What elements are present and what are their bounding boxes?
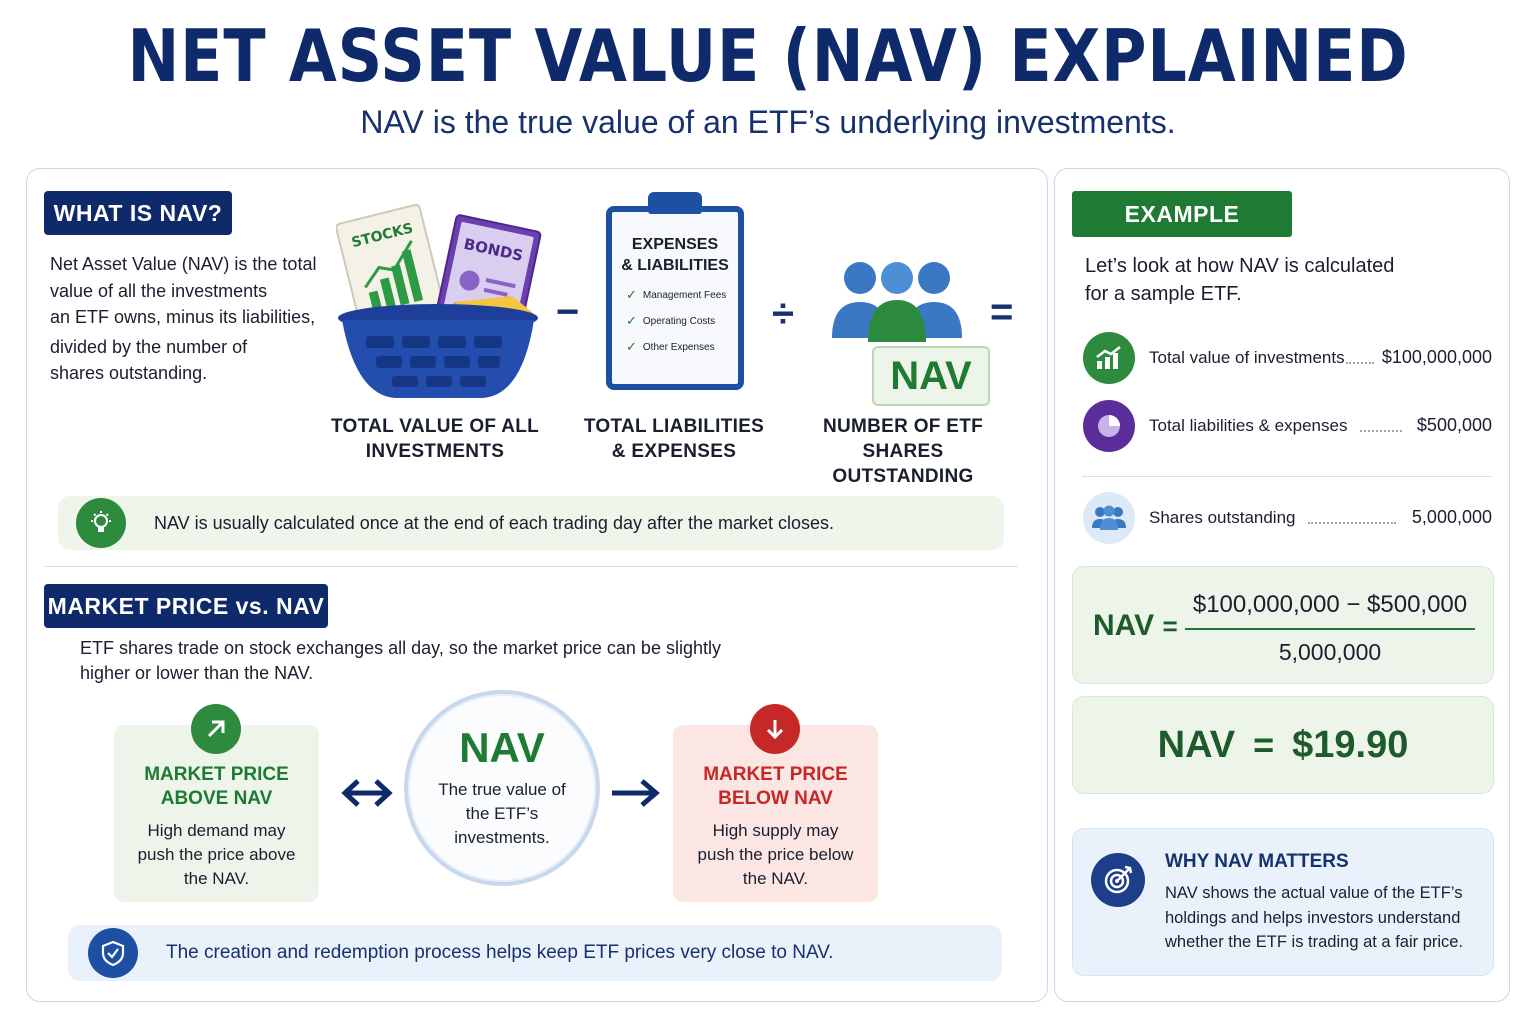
row-value: 5,000,000 bbox=[1411, 507, 1492, 527]
minus-operator: − bbox=[556, 290, 580, 334]
example-divider bbox=[1082, 476, 1492, 477]
price-above-title: MARKET PRICE ABOVE NAV bbox=[144, 764, 289, 809]
price-below-description: High supply may push the price below the… bbox=[697, 821, 854, 888]
result-eq: = bbox=[1253, 724, 1275, 765]
price-above-description: High demand may push the price above the… bbox=[137, 821, 296, 888]
page-subtitle: NAV is the true value of an ETF’s underl… bbox=[360, 104, 1176, 140]
clipboard-item: ✓ Operating Costs bbox=[626, 313, 716, 328]
row-value: $100,000,000 bbox=[1381, 347, 1492, 367]
clipboard-caption: TOTAL LIABILITIES & EXPENSES bbox=[583, 416, 765, 462]
price-below-title: MARKET PRICE BELOW NAV bbox=[703, 764, 848, 809]
target-icon bbox=[1091, 853, 1145, 907]
why-title: WHY NAV MATTERS bbox=[1165, 851, 1349, 872]
arrow-right-icon bbox=[612, 779, 660, 807]
row-label: Total value of investments bbox=[1149, 348, 1345, 367]
check-icon: ✓ bbox=[626, 313, 637, 328]
why-nav-matters-box: WHY NAV MATTERS NAV shows the actual val… bbox=[1072, 828, 1494, 976]
leader-dots bbox=[1308, 522, 1396, 524]
row-label: Total liabilities & expenses bbox=[1149, 416, 1348, 435]
creation-note-banner: The creation and redemption process help… bbox=[68, 925, 1002, 981]
nav-circle-description: The true value of the ETF’s investments. bbox=[438, 780, 566, 847]
shield-icon bbox=[88, 928, 138, 978]
section-divider bbox=[44, 566, 1018, 567]
result-value: $19.90 bbox=[1292, 723, 1409, 766]
why-description: NAV shows the actual value of the ETF’s … bbox=[1165, 884, 1464, 951]
clipboard-item: ✓ Other Expenses bbox=[626, 339, 715, 354]
what-is-nav-heading: WHAT IS NAV? bbox=[44, 191, 232, 235]
fraction-bar bbox=[1185, 628, 1475, 630]
what-is-nav-description: Net Asset Value (NAV) is the total value… bbox=[50, 254, 317, 383]
timing-note-text: NAV is usually calculated once at the en… bbox=[154, 512, 835, 533]
check-icon: ✓ bbox=[626, 287, 637, 302]
formula-numerator: $100,000,000 − $500,000 bbox=[1192, 591, 1468, 618]
timing-note-banner: NAV is usually calculated once at the en… bbox=[58, 496, 1004, 550]
leader-dots bbox=[1346, 362, 1374, 364]
check-icon: ✓ bbox=[626, 339, 637, 354]
market-description: ETF shares trade on stock exchanges all … bbox=[80, 638, 721, 683]
nav-circle: NAV The true value of the ETF’s investme… bbox=[404, 690, 600, 886]
clipboard-title: EXPENSES & LIABILITIES bbox=[621, 236, 729, 274]
shareholders-icon bbox=[832, 262, 962, 342]
price-above-nav-card: MARKET PRICE ABOVE NAV High demand may p… bbox=[114, 725, 319, 902]
clipboard-item: ✓ Management Fees bbox=[626, 287, 727, 302]
formula-denominator: 5,000,000 bbox=[1278, 639, 1382, 665]
shares-caption: NUMBER OF ETF SHARES OUTSTANDING bbox=[822, 416, 984, 487]
growth-chart-icon bbox=[1083, 332, 1135, 384]
result-lhs: NAV bbox=[1157, 723, 1236, 766]
nav-formula-box: NAV = $100,000,000 − $500,000 5,000,000 bbox=[1072, 566, 1494, 684]
double-arrow-icon bbox=[341, 779, 393, 807]
row-value: $500,000 bbox=[1416, 415, 1492, 435]
equals-operator: = bbox=[990, 290, 1014, 334]
pie-chart-icon bbox=[1083, 400, 1135, 452]
nav-badge: NAV bbox=[872, 346, 990, 406]
arrow-down-icon bbox=[750, 704, 800, 754]
investment-basket-icon: STOCKS BONDS bbox=[336, 203, 542, 398]
creation-note-text: The creation and redemption process help… bbox=[166, 942, 834, 963]
clipboard-clip-icon bbox=[648, 192, 702, 214]
example-intro: Let’s look at how NAV is calculated for … bbox=[1085, 255, 1395, 305]
expenses-clipboard-icon: EXPENSES & LIABILITIES ✓ Management Fees… bbox=[606, 192, 744, 390]
divide-operator: ÷ bbox=[772, 292, 794, 336]
lightbulb-icon bbox=[76, 498, 126, 548]
people-icon bbox=[1083, 492, 1135, 544]
page-title: NET ASSET VALUE (NAV) EXPLAINED bbox=[127, 14, 1409, 98]
row-label: Shares outstanding bbox=[1149, 508, 1296, 527]
market-price-heading: MARKET PRICE vs. NAV bbox=[44, 584, 328, 628]
basket-caption: TOTAL VALUE OF ALL INVESTMENTS bbox=[330, 416, 540, 462]
nav-circle-title: NAV bbox=[459, 724, 545, 771]
leader-dots bbox=[1360, 430, 1402, 432]
formula-lhs: NAV = bbox=[1093, 609, 1178, 642]
price-below-nav-card: MARKET PRICE BELOW NAV High supply may p… bbox=[673, 725, 878, 902]
example-heading: EXAMPLE bbox=[1072, 191, 1292, 237]
arrow-up-right-icon bbox=[191, 704, 241, 754]
nav-result-box: NAV = $19.90 bbox=[1072, 696, 1494, 794]
